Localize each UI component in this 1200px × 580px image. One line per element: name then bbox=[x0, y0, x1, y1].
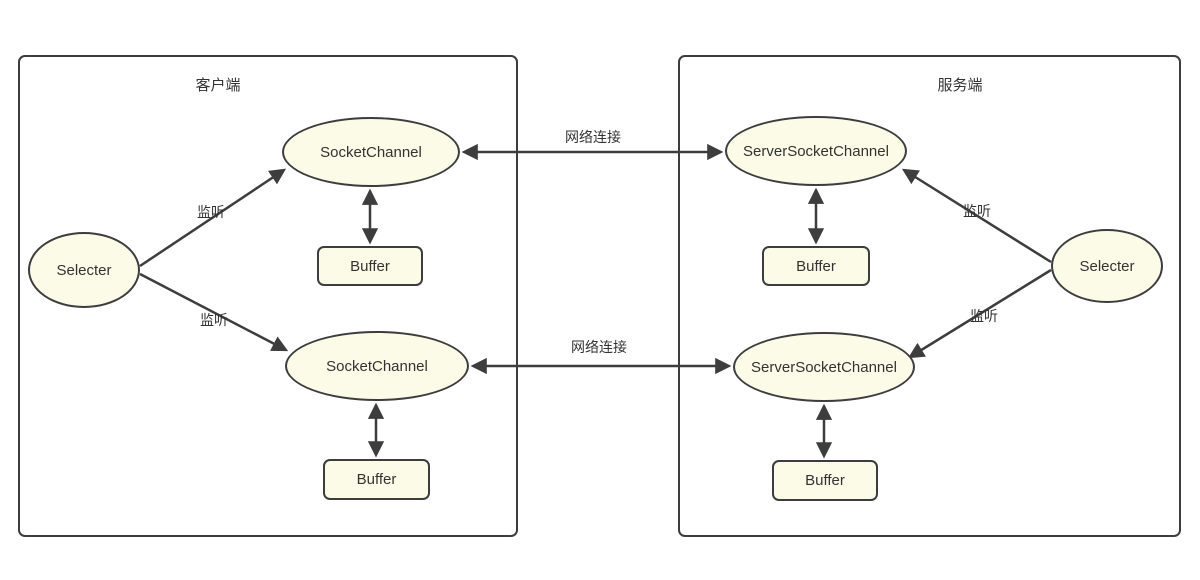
server-group-title: 服务端 bbox=[937, 77, 983, 94]
listen-label-server-bottom: 监听 bbox=[970, 308, 998, 324]
client-group-box bbox=[18, 55, 518, 537]
listen-arrow-client-bottom bbox=[139, 272, 289, 352]
client-buffer-bottom-label: Buffer bbox=[356, 471, 397, 488]
network-connection-label-top: 网络连接 bbox=[565, 129, 621, 145]
client-selector-label: Selecter bbox=[56, 261, 112, 279]
listen-arrow-server-top bbox=[901, 168, 1052, 264]
server-socketchannel-bottom-node: ServerSocketChannel bbox=[733, 332, 915, 402]
server-socketchannel-top-node: ServerSocketChannel bbox=[725, 116, 907, 186]
client-socketchannel-top-label: SocketChannel bbox=[320, 143, 422, 161]
client-buffer-top-label: Buffer bbox=[350, 257, 390, 275]
server-buffer-top-node: Buffer bbox=[762, 246, 870, 286]
client-buffer-top-node: Buffer bbox=[317, 246, 423, 286]
network-connection-label-bottom: 网络连接 bbox=[571, 339, 627, 355]
server-buffer-top-label: Buffer bbox=[796, 257, 836, 275]
client-socketchannel-top-node: SocketChannel bbox=[282, 117, 460, 187]
listen-label-client-top: 监听 bbox=[197, 204, 225, 220]
server-socketchannel-bottom-label: ServerSocketChannel bbox=[751, 358, 897, 376]
listen-arrow-client-top bbox=[139, 168, 287, 268]
client-selector-node: Selecter bbox=[28, 232, 140, 308]
server-buffer-bottom-node: Buffer bbox=[772, 460, 878, 501]
server-group-box bbox=[678, 55, 1181, 537]
server-socketchannel-top-label: ServerSocketChannel bbox=[743, 142, 889, 160]
server-selector-label: Selecter bbox=[1079, 257, 1135, 275]
listen-label-server-top: 监听 bbox=[963, 203, 991, 219]
server-selector-node: Selecter bbox=[1051, 229, 1163, 303]
client-group-title: 客户端 bbox=[195, 77, 241, 94]
listen-label-client-bottom: 监听 bbox=[200, 312, 228, 328]
listen-arrow-server-bottom bbox=[907, 268, 1052, 359]
server-buffer-bottom-label: Buffer bbox=[805, 472, 845, 489]
client-socketchannel-bottom-node: SocketChannel bbox=[285, 331, 469, 401]
client-socketchannel-bottom-label: SocketChannel bbox=[326, 357, 428, 375]
client-buffer-bottom-node: Buffer bbox=[323, 459, 430, 500]
